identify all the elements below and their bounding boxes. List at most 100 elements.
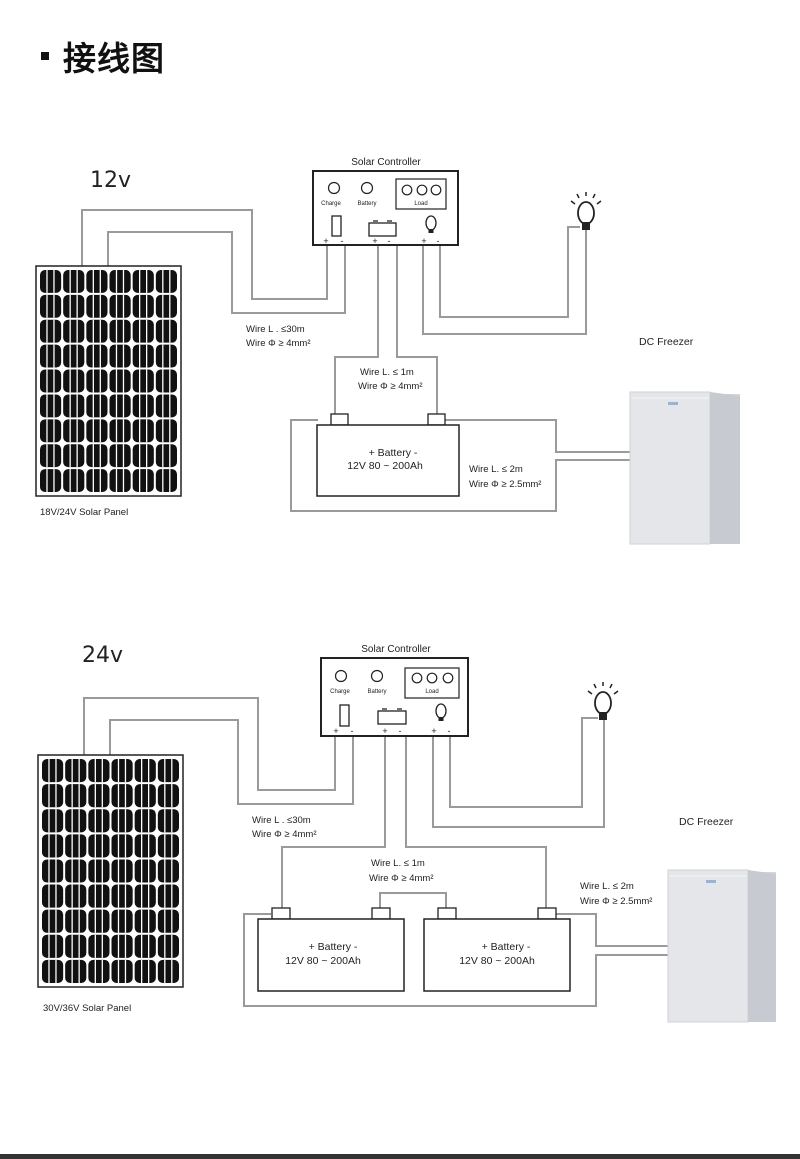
controller-title: Solar Controller <box>351 157 421 168</box>
battery-spec: 12V 80 ~ 200Ah <box>347 460 423 472</box>
battery-indicator-icon <box>360 181 374 195</box>
solar-cell <box>111 859 133 883</box>
terminal-sign: + <box>421 236 426 246</box>
dc-freezer-image <box>629 391 740 545</box>
solar-cell <box>42 909 64 933</box>
solar-controller: Solar Controller Charge Battery Load + -… <box>320 644 469 737</box>
load-indicator-box <box>395 178 447 210</box>
terminal-sign: - <box>399 726 402 736</box>
solar-cell <box>63 369 85 393</box>
solar-cell <box>40 319 62 343</box>
solar-cell <box>132 444 154 468</box>
solar-cell <box>157 834 179 858</box>
wire-panel-negative <box>107 231 346 314</box>
battery-label: Battery <box>367 689 386 695</box>
charge-label: Charge <box>330 689 350 695</box>
solar-cell <box>111 834 133 858</box>
solar-cell <box>155 319 177 343</box>
solar-cell <box>65 759 87 783</box>
solar-cell <box>86 294 108 318</box>
wire-load-positive <box>422 230 587 335</box>
solar-cell <box>109 369 131 393</box>
solar-cell <box>109 469 131 492</box>
terminal-sign: + <box>323 236 328 246</box>
solar-cell <box>134 834 156 858</box>
terminal-sign: - <box>437 236 440 246</box>
solar-controller: Solar Controller Charge Battery Load + -… <box>312 157 459 246</box>
solar-cell <box>132 270 154 293</box>
load-indicator-icon <box>416 184 428 196</box>
solar-cell <box>157 884 179 908</box>
solar-cell <box>88 859 110 883</box>
solar-cell <box>109 394 131 418</box>
panel-wire-diameter: Wire Φ ≥ 4mm² <box>246 338 311 349</box>
solar-cell <box>134 934 156 958</box>
solar-cell <box>63 344 85 368</box>
solar-panel <box>37 754 184 988</box>
solar-cell <box>88 959 110 983</box>
solar-cell <box>134 859 156 883</box>
battery-polarity: + Battery - <box>369 447 418 459</box>
solar-cell <box>155 419 177 443</box>
solar-panel <box>35 265 182 497</box>
solar-cell <box>132 369 154 393</box>
wiring-diagram-24v: 24v Solar Controller Charge Battery Load <box>37 643 776 1023</box>
solar-panel-cells <box>42 759 179 983</box>
load-label: Load <box>414 201 427 207</box>
battery-spec: 12V 80 ~ 200Ah <box>285 955 361 967</box>
bulb-terminal-icon <box>435 703 447 721</box>
battery-label: Battery <box>357 201 376 207</box>
page-header: 接线图 <box>41 32 165 80</box>
battery-polarity: + Battery - <box>482 941 531 953</box>
solar-cell <box>134 884 156 908</box>
charge-indicator-icon <box>334 669 348 683</box>
solar-cell <box>157 759 179 783</box>
solar-cell <box>63 444 85 468</box>
load-indicator-icon <box>430 184 442 196</box>
solar-cell <box>157 809 179 833</box>
battery-terminal-icon <box>368 220 397 237</box>
panel-wire-diameter: Wire Φ ≥ 4mm² <box>252 829 317 840</box>
solar-cell <box>111 934 133 958</box>
solar-cell <box>86 369 108 393</box>
load-indicator-icon <box>442 672 454 684</box>
solar-cell <box>63 270 85 293</box>
solar-cell <box>111 809 133 833</box>
solar-cell <box>86 270 108 293</box>
controller-title: Solar Controller <box>361 644 431 655</box>
solar-cell <box>111 884 133 908</box>
solar-cell <box>132 394 154 418</box>
solar-cell <box>132 294 154 318</box>
battery-wire-length: Wire L. ≤ 1m <box>360 367 414 378</box>
wire-freezer-negative <box>290 419 630 512</box>
solar-cell <box>157 784 179 808</box>
panel-label: 18V/24V Solar Panel <box>40 507 128 518</box>
solar-cell <box>134 959 156 983</box>
freezer-wire-length: Wire L. ≤ 2m <box>469 464 523 475</box>
terminal-sign: - <box>351 726 354 736</box>
wire-battery-positive <box>334 245 379 415</box>
wiring-diagram-12v: 12v Solar Controller Charge Battery Load <box>35 157 740 545</box>
solar-cell <box>65 784 87 808</box>
wire-panel-positive <box>81 209 328 300</box>
wire-battery-negative <box>405 736 547 909</box>
wires <box>83 697 670 1007</box>
solar-cell <box>65 809 87 833</box>
solar-cell <box>65 959 87 983</box>
freezer-wire-length: Wire L. ≤ 2m <box>580 881 634 892</box>
battery-polarity: + Battery - <box>309 941 358 953</box>
solar-cell <box>63 294 85 318</box>
bulb-terminal-icon <box>425 215 437 233</box>
battery: + Battery - 12V 80 ~ 200Ah <box>316 413 460 497</box>
panel-label: 30V/36V Solar Panel <box>43 1003 131 1014</box>
solar-cell <box>134 759 156 783</box>
solar-cell <box>155 294 177 318</box>
solar-cell <box>132 319 154 343</box>
wires <box>81 209 630 512</box>
solar-cell <box>63 319 85 343</box>
voltage-label: 24v <box>82 643 123 668</box>
terminal-sign: + <box>382 726 387 736</box>
solar-cell <box>88 784 110 808</box>
solar-terminal-icon <box>339 704 350 727</box>
terminal-sign: - <box>341 236 344 246</box>
